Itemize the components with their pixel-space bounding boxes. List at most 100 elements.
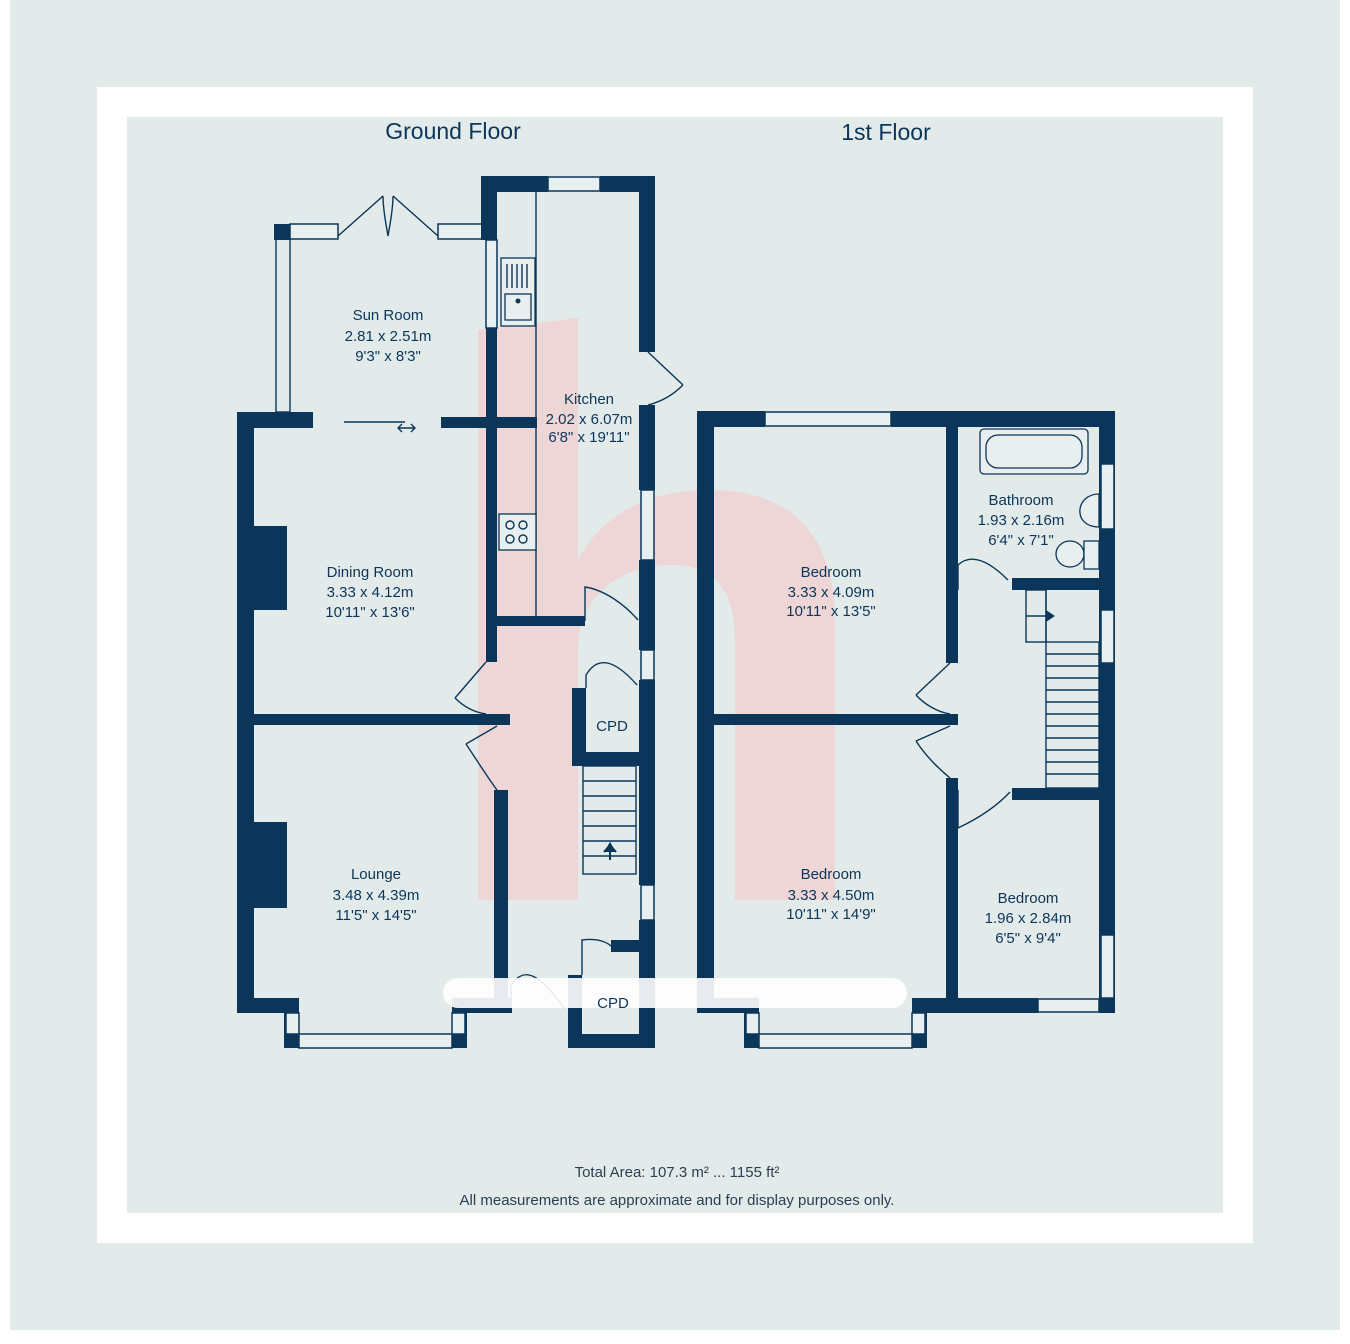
cpd-lower-bottom-wall (568, 1034, 655, 1048)
ff-top-wall-right (891, 411, 1115, 427)
cpd-lower-label: CPD (597, 995, 629, 1012)
sun-room-imperial: 9'3" x 8'3" (355, 348, 421, 365)
first-floor-title: 1st Floor (841, 119, 931, 145)
kitchen-right-wall-low (639, 560, 655, 620)
sink-drainer (506, 264, 528, 288)
dining-top-wall-right (441, 417, 537, 428)
dining-top-wall-left (237, 412, 313, 428)
kitchen-right-wall-mid (639, 405, 655, 490)
ff-east-wall (1099, 411, 1115, 1013)
ff-bedroom-window-top (764, 411, 892, 427)
lounge-door (465, 725, 498, 791)
lounge-east-wall (494, 790, 508, 1013)
dining-room-imperial: 10'11" x 13'6" (325, 604, 415, 621)
lounge-label: Lounge (351, 866, 401, 883)
bed3-bottom-wall (958, 998, 1038, 1013)
bedroom-1-imperial: 10'11" x 13'5" (786, 603, 876, 620)
kitchen-bottom-wall (497, 616, 585, 626)
toilet-icon (1055, 540, 1085, 568)
sink-basin (504, 293, 532, 321)
cpd-lower-top-wall (611, 940, 639, 952)
bedroom-2-imperial: 10'11" x 14'9" (786, 906, 876, 923)
ff-bay-window-side-right (911, 1012, 926, 1035)
kitchen-top-wall-left (481, 176, 548, 192)
hob-icon (498, 513, 537, 551)
sun-room-label: Sun Room (353, 307, 424, 324)
bed3-window (1037, 998, 1100, 1013)
bedroom-1-label: Bedroom (801, 564, 862, 581)
bed3-top-wall (1012, 788, 1099, 800)
sunroom-window-left (289, 223, 339, 240)
disclaimer: All measurements are approximate and for… (460, 1192, 895, 1209)
bed1-door (915, 662, 951, 715)
landing-window (1100, 609, 1115, 664)
stair-treads (583, 780, 636, 857)
sunroom-left-glazing (275, 225, 291, 413)
sun-room-metric: 2.81 x 2.51m (345, 328, 432, 345)
bay-side-window-left (285, 1012, 300, 1035)
hall-east-wall (639, 680, 655, 885)
bay-window-front (298, 1033, 453, 1049)
bathroom-imperial: 6'4" x 7'1" (988, 532, 1054, 549)
kitchen-internal-door (584, 586, 639, 621)
bay-wall-left (237, 998, 297, 1013)
bathroom-label: Bathroom (988, 492, 1053, 509)
hall-east-wall-top (639, 620, 655, 650)
kitchen-right-window (640, 489, 655, 561)
ff-bed1-east-wall (946, 427, 958, 663)
ff-stair-treads (1046, 653, 1099, 775)
bathroom-bottom-wall (1012, 578, 1099, 590)
stairs-down-arrow-icon (1046, 610, 1055, 622)
plan-panel (127, 117, 1223, 1213)
lounge-imperial: 11'5" x 14'5" (335, 907, 416, 924)
sunroom-corner (274, 224, 290, 240)
bed3-door (957, 790, 1011, 830)
sunroom-french-doors (337, 195, 439, 237)
kitchen-right-wall-top (639, 176, 655, 352)
bed3-side-window (1100, 934, 1115, 999)
ff-bay-wall-right (912, 998, 958, 1013)
sliding-door-arrow-icon (397, 423, 416, 433)
ff-stairs (1045, 641, 1100, 789)
dining-lounge-partition (254, 714, 510, 725)
kitchen-side-door (647, 351, 684, 406)
kitchen-left-wall-top (481, 176, 497, 240)
cpd-upper-wall (572, 688, 586, 766)
hall-window-lower (640, 884, 655, 921)
bed2-door (915, 725, 951, 779)
lounge-metric: 3.48 x 4.39m (333, 887, 420, 904)
ground-floor-title: Ground Floor (385, 118, 521, 144)
cpd-upper-bottom-wall (572, 752, 639, 766)
kitchen-label: Kitchen (564, 391, 614, 408)
kitchen-metric: 2.02 x 6.07m (546, 411, 633, 428)
bathroom-door (957, 558, 1009, 590)
bay-corner-left (284, 1034, 299, 1048)
bedroom-2-label: Bedroom (801, 866, 862, 883)
total-area: Total Area: 107.3 m² ... 1155 ft² (575, 1164, 780, 1181)
cpd-upper-door (585, 662, 638, 688)
basin-icon (1079, 493, 1100, 528)
kitchen-window-top (547, 176, 601, 192)
toilet-cistern (1083, 540, 1100, 570)
bathroom-window (1100, 463, 1115, 530)
chimney-breast-dining (254, 526, 287, 610)
cpd-lower-door (581, 938, 614, 975)
bay-side-window-right (451, 1012, 466, 1035)
ff-bed2-east-wall (946, 778, 958, 1013)
dining-room-metric: 3.33 x 4.12m (327, 584, 414, 601)
ff-bay-window-front (758, 1033, 913, 1049)
watermark-bar (443, 978, 907, 1008)
ground-floor (237, 176, 684, 1049)
watermark-logo (478, 318, 835, 900)
bedroom-1-metric: 3.33 x 4.09m (788, 584, 875, 601)
bedroom-2-metric: 3.33 x 4.50m (788, 887, 875, 904)
kitchen-left-window (485, 239, 498, 329)
sink-tap (515, 298, 521, 304)
west-wall (237, 412, 254, 1013)
ff-bay-corner-left (744, 1034, 759, 1048)
bathroom-metric: 1.93 x 2.16m (978, 512, 1065, 529)
ff-bay-window-side-left (745, 1012, 760, 1035)
cpd-upper-label: CPD (596, 718, 628, 735)
